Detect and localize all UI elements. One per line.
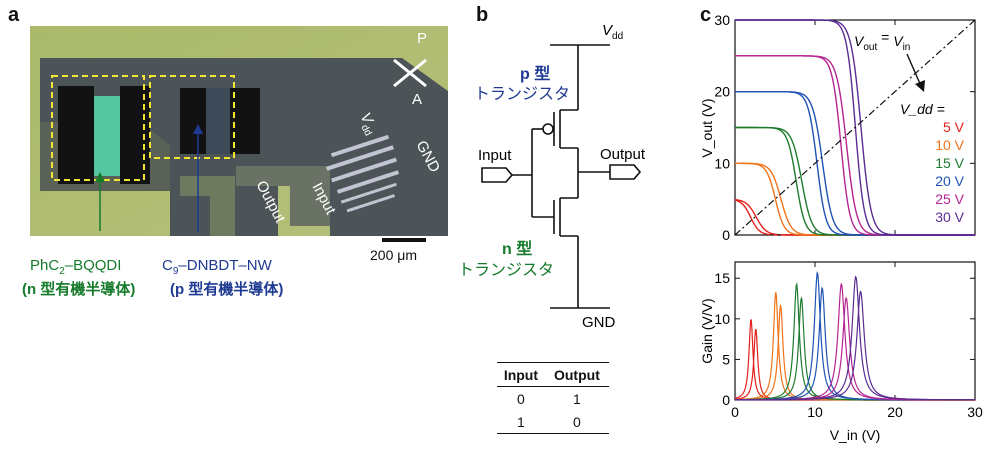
vout-plot-y-tick-label: 30 (714, 12, 730, 28)
crystal-flakes (326, 134, 400, 213)
gain-curve-25v (734, 296, 975, 401)
table-row: 0 1 (497, 387, 609, 411)
gain-y-axis-label: Gain (V/V) (699, 298, 715, 363)
gain-plot-y-tick-label: 0 (722, 392, 730, 408)
table-row: 1 0 (497, 410, 609, 434)
output-terminal (609, 164, 642, 180)
table-cell: 1 (497, 410, 545, 434)
legend-item-25v: 25 V (935, 191, 964, 207)
panel-a-label: a (8, 4, 20, 26)
gain-plot-y-tick-label: 5 (722, 351, 730, 367)
n-transistor-label-2: トランジスタ (458, 262, 555, 279)
truth-table-header-output: Output (544, 362, 609, 387)
table-cell: 1 (573, 391, 581, 407)
gain-plot-y-tick-label: 15 (714, 270, 730, 286)
gain-curve-10v (734, 291, 975, 401)
n-semiconductor-desc: (n 型有機半導体) (22, 281, 136, 298)
scalebar-label: 200 μm (370, 247, 417, 263)
gain-plot-x-tick-label: 30 (967, 404, 983, 420)
electrode-pad (58, 86, 94, 184)
n-transistor-label-1: n 型 (502, 241, 533, 258)
panel-b-label: b (476, 4, 489, 26)
input-label: Input (478, 147, 512, 164)
gain-curve-15v (735, 296, 975, 401)
output-label: Output (600, 146, 646, 163)
table-cell: 0 (544, 410, 609, 434)
gain-plot-x-tick-label: 20 (887, 404, 903, 420)
n-semiconductor-name: PhC2–BQQDI (30, 257, 122, 277)
legend-item-5v: 5 V (943, 119, 965, 135)
gain-plot-y-tick-label: 10 (714, 311, 730, 327)
vout-plot-y-tick-label: 10 (714, 155, 730, 171)
gnd-label: GND (582, 314, 616, 331)
p-transistor-label-2: トランジスタ (474, 86, 571, 103)
gain-curve-30v (735, 290, 975, 401)
p-type-highlight-box (149, 75, 235, 159)
polarizer-icon (393, 58, 427, 88)
p-semiconductor-name: C9–DNBDT–NW (162, 257, 272, 277)
micrograph: Output Input GND Vdd P A (30, 26, 448, 236)
panel-c-label: c (700, 4, 712, 26)
p-semiconductor-desc: (p 型有機半導体) (170, 281, 284, 298)
truth-table-header-input: Input (497, 362, 545, 387)
truth-table-header: Input Output (497, 362, 609, 387)
truth-table: Input Output 0 1 1 0 (497, 362, 609, 434)
p-transistor-label-1: p 型 (520, 66, 551, 83)
gain-plot-x-tick-label: 10 (807, 404, 823, 420)
legend-item-10v: 10 V (935, 137, 964, 153)
n-type-film (92, 96, 124, 176)
legend-title: V_dd = (900, 101, 945, 117)
inverter-circuit: Vdd GND Input Output (478, 22, 646, 331)
annotation-arrowhead (915, 80, 925, 92)
vout-curve-30v (735, 19, 975, 236)
polarizer-p-label: P (417, 30, 427, 47)
x-axis-label: V_in (V) (830, 427, 881, 443)
legend-item-15v: 15 V (935, 155, 964, 171)
legend-item-30v: 30 V (935, 209, 964, 225)
gain-plot-x-tick-label: 0 (731, 404, 739, 420)
input-terminal (481, 167, 514, 183)
scalebar (382, 238, 426, 242)
legend-item-20v: 20 V (935, 173, 964, 189)
table-cell: 0 (517, 391, 525, 407)
annotation-arrow (906, 53, 922, 87)
vout-y-axis-label: V_out (V) (699, 98, 715, 157)
unity-line (734, 19, 976, 236)
vout-plot-y-tick-label: 20 (714, 84, 730, 100)
vout-plot-y-tick-label: 0 (722, 227, 730, 243)
unity-line-annotation: Vout = Vin (854, 29, 910, 53)
analyzer-a-label: A (412, 91, 422, 108)
vdd-label: Vdd (602, 22, 623, 42)
